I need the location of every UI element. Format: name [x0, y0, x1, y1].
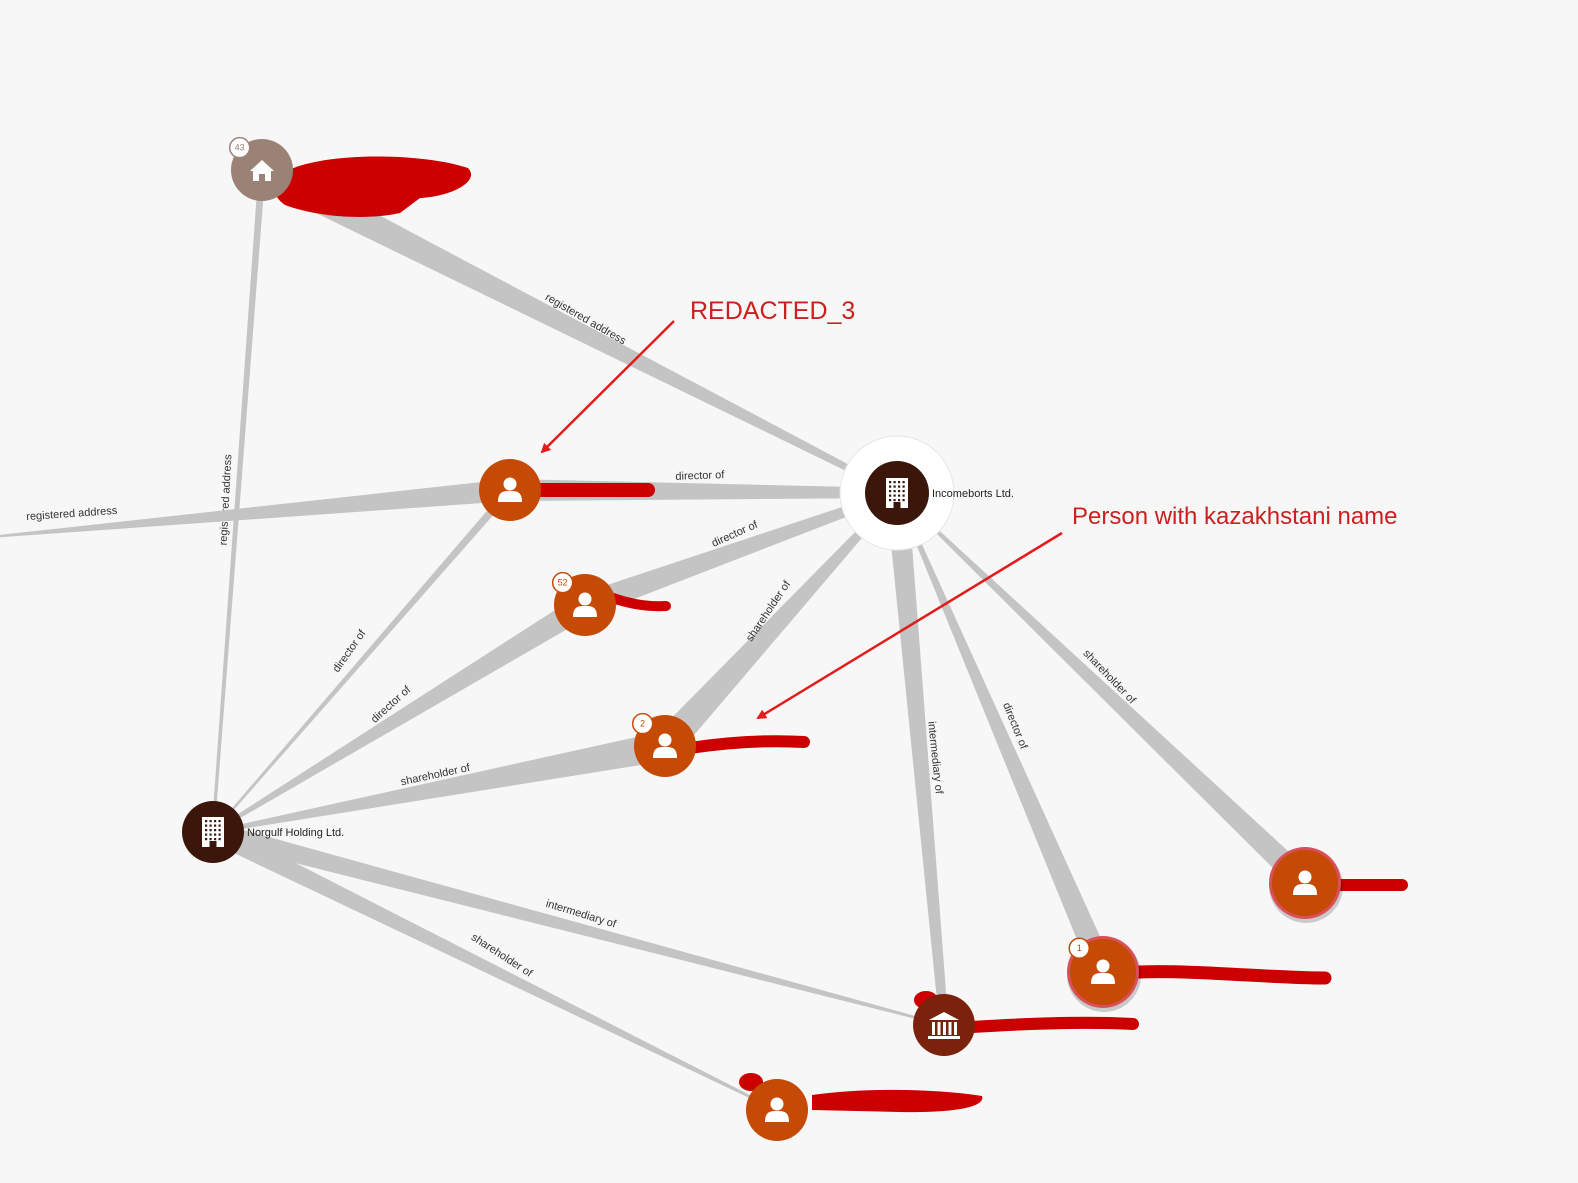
edge-line[interactable] — [210, 822, 945, 1026]
edge-line[interactable] — [208, 823, 778, 1111]
edge-shareholder-of[interactable]: shareholder of — [212, 731, 668, 834]
arrow-kazakh-name — [756, 531, 1063, 720]
edge-line[interactable] — [886, 492, 949, 1026]
edge-shareholder-of[interactable]: shareholder of — [896, 492, 1314, 892]
node-company-norgulf[interactable]: Norgulf Holding Ltd. — [182, 801, 344, 863]
redaction-bottom — [812, 1089, 983, 1113]
person-icon — [498, 477, 522, 502]
edge-line[interactable] — [895, 492, 1114, 977]
redaction-address — [274, 156, 472, 217]
node-label: Norgulf Holding Ltd. — [247, 827, 344, 839]
edge-line[interactable] — [896, 492, 1314, 892]
person-icon — [573, 592, 597, 617]
person-icon — [765, 1097, 789, 1122]
edge-shareholder-of[interactable]: shareholder of — [208, 823, 778, 1111]
edge-label: registered address — [218, 454, 235, 546]
badge-count: 1 — [1077, 943, 1082, 953]
node-intermediary-bank[interactable] — [913, 994, 975, 1056]
count-badge: 43 — [228, 136, 251, 159]
house-icon — [250, 160, 274, 181]
edge-line[interactable] — [255, 156, 899, 496]
count-badge: 1 — [1068, 937, 1090, 959]
office-building-icon — [886, 478, 908, 508]
bank-icon — [928, 1012, 960, 1039]
annotation-arrows — [540, 320, 1063, 720]
node-person-bottom[interactable] — [746, 1079, 808, 1141]
edge-intermediary-of[interactable]: intermediary of — [210, 822, 945, 1026]
edge-label: director of — [675, 469, 725, 483]
edge-line[interactable] — [212, 594, 592, 834]
badge-count: 43 — [235, 143, 245, 153]
node-company-incomeborts[interactable]: Incomeborts Ltd. — [839, 435, 1014, 551]
arrow-redacted-3 — [540, 320, 675, 454]
annotation-kazakh-name: Person with kazakhstani name — [1072, 503, 1398, 530]
count-badge: 52 — [551, 571, 574, 594]
annotation-redacted-3: REDACTED_3 — [690, 297, 856, 325]
node-label: Incomeborts Ltd. — [932, 488, 1014, 500]
edge-label: director of — [331, 627, 369, 675]
edge-registered-address[interactable]: registered address — [211, 169, 266, 833]
edge-label: registered address — [26, 505, 118, 523]
person-icon — [1293, 870, 1317, 895]
edge-line[interactable] — [653, 491, 899, 757]
count-badge: 2 — [631, 712, 654, 735]
node-person-52[interactable]: 52 — [551, 571, 616, 636]
person-icon — [1091, 959, 1115, 984]
redaction-person-52 — [608, 593, 671, 612]
edge-registered-address[interactable]: registered address — [0, 479, 511, 538]
redaction-person-kazakh — [684, 735, 810, 754]
node-person-right[interactable] — [1269, 847, 1343, 923]
redaction-person-badge1 — [1130, 965, 1332, 985]
edge-line[interactable] — [0, 479, 511, 538]
edge-intermediary-of[interactable]: intermediary of — [886, 492, 949, 1026]
node-person-redacted3[interactable] — [479, 459, 541, 521]
edge-line[interactable] — [212, 731, 668, 834]
badge-count: 52 — [558, 578, 568, 588]
edge-line[interactable] — [211, 169, 266, 833]
node-person-badge1[interactable]: 1 — [1067, 936, 1141, 1012]
office-building-icon — [202, 817, 224, 847]
edge-line[interactable] — [580, 489, 899, 617]
badge-count: 2 — [640, 719, 645, 729]
redaction-intermediary — [966, 1016, 1139, 1033]
node-address-top[interactable]: 43 — [228, 136, 293, 201]
node-person-kazakh[interactable]: 2 — [631, 712, 696, 777]
person-icon — [653, 733, 677, 758]
edge-line[interactable] — [212, 487, 513, 833]
